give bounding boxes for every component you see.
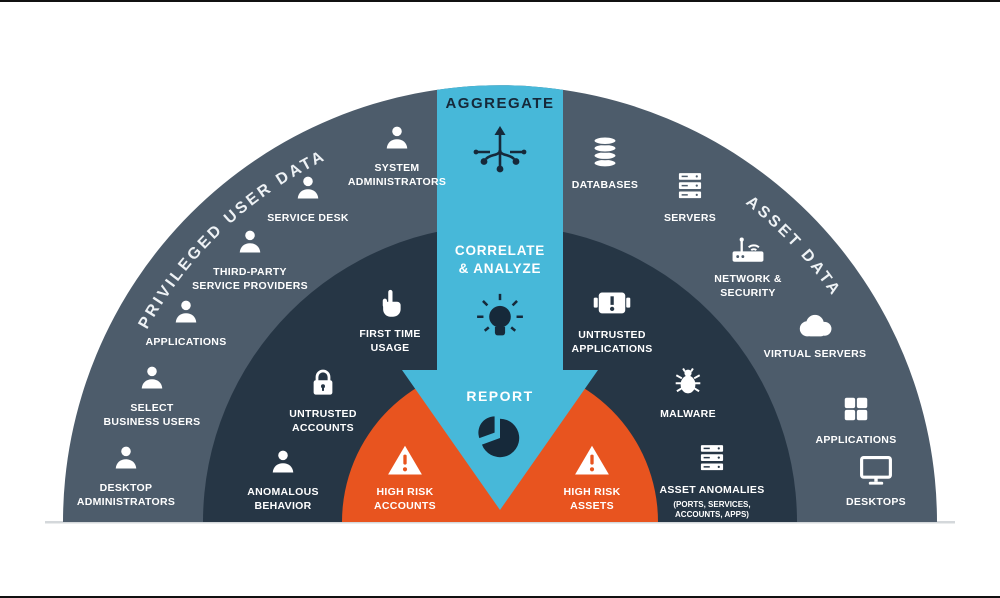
outer-right-item: DESKTOPS bbox=[791, 454, 961, 510]
middle-left-item: ANOMALOUS BEHAVIOR bbox=[198, 448, 368, 513]
flow-step-correlate: CORRELATE & ANALYZE bbox=[454, 243, 546, 277]
flow-step-aggregate: AGGREGATE bbox=[445, 95, 555, 112]
outer-right-item: NETWORK & SECURITY bbox=[663, 236, 833, 300]
middle-right-item: ASSET ANOMALIES (PORTS, SERVICES, ACCOUN… bbox=[627, 442, 797, 520]
item-label: NETWORK & SECURITY bbox=[714, 273, 782, 299]
item-label: ANOMALOUS BEHAVIOR bbox=[247, 486, 319, 512]
outer-left-item: SYSTEM ADMINISTRATORS bbox=[312, 124, 482, 189]
middle-right-item: MALWARE bbox=[603, 366, 773, 422]
outer-right-item: VIRTUAL SERVERS bbox=[730, 312, 900, 362]
middle-right-item: UNTRUSTED APPLICATIONS bbox=[527, 290, 697, 356]
person-icon bbox=[138, 364, 166, 392]
network-router-icon bbox=[730, 236, 766, 263]
inner-item: HIGH RISK ACCOUNTS bbox=[350, 444, 460, 513]
item-label: FIRST TIME USAGE bbox=[359, 328, 421, 354]
servers-icon bbox=[675, 170, 705, 202]
item-label: HIGH RISK ASSETS bbox=[563, 486, 621, 512]
middle-left-item: FIRST TIME USAGE bbox=[305, 288, 475, 355]
outer-left-item: THIRD-PARTY SERVICE PROVIDERS bbox=[165, 228, 335, 293]
cloud-icon bbox=[796, 312, 834, 338]
flow-step-report: REPORT bbox=[466, 388, 534, 404]
item-label: APPLICATIONS bbox=[145, 336, 227, 348]
person-icon bbox=[294, 174, 322, 202]
alert-app-icon bbox=[593, 290, 631, 319]
item-label: DESKTOPS bbox=[846, 496, 906, 508]
middle-left-item: UNTRUSTED ACCOUNTS bbox=[238, 368, 408, 435]
server-stack-icon bbox=[697, 442, 727, 474]
item-sublabel: (PORTS, SERVICES, ACCOUNTS, APPS) bbox=[673, 499, 751, 519]
outer-right-item: APPLICATIONS bbox=[771, 394, 941, 448]
branch-aggregate-icon bbox=[468, 124, 532, 180]
item-label: ASSET ANOMALIES bbox=[659, 484, 765, 496]
person-icon bbox=[269, 448, 297, 476]
item-label: VIRTUAL SERVERS bbox=[763, 348, 867, 360]
warning-triangle-icon bbox=[574, 444, 610, 476]
app-grid-icon bbox=[841, 394, 871, 424]
outer-left-item: DESKTOP ADMINISTRATORS bbox=[41, 444, 211, 509]
bug-icon bbox=[672, 366, 704, 398]
outer-right-item: DATABASES bbox=[520, 135, 690, 193]
item-label: SYSTEM ADMINISTRATORS bbox=[347, 162, 447, 188]
desktop-monitor-icon bbox=[859, 454, 893, 486]
item-label: MALWARE bbox=[660, 408, 716, 420]
pie-chart-icon bbox=[476, 414, 524, 462]
warning-triangle-icon bbox=[387, 444, 423, 476]
base-shadow bbox=[45, 521, 955, 524]
outer-left-item: APPLICATIONS bbox=[101, 298, 271, 350]
item-label: UNTRUSTED APPLICATIONS bbox=[571, 329, 653, 355]
item-label: UNTRUSTED ACCOUNTS bbox=[289, 408, 357, 434]
item-label: THIRD-PARTY SERVICE PROVIDERS bbox=[192, 266, 308, 292]
person-icon bbox=[383, 124, 411, 152]
item-label: DESKTOP ADMINISTRATORS bbox=[76, 482, 176, 508]
pointing-finger-icon bbox=[377, 288, 403, 318]
outer-left-item: SERVICE DESK bbox=[223, 174, 393, 226]
inner-item: HIGH RISK ASSETS bbox=[537, 444, 647, 513]
item-label: APPLICATIONS bbox=[815, 434, 897, 446]
lightbulb-icon bbox=[472, 290, 528, 346]
outer-right-item: SERVERS bbox=[605, 170, 775, 226]
item-label: SERVICE DESK bbox=[267, 212, 349, 224]
item-label: DATABASES bbox=[571, 179, 639, 191]
person-icon bbox=[112, 444, 140, 472]
lock-icon bbox=[309, 368, 337, 398]
person-icon bbox=[236, 228, 264, 256]
outer-left-item: SELECT BUSINESS USERS bbox=[67, 364, 237, 429]
databases-icon bbox=[589, 135, 621, 169]
item-label: SERVERS bbox=[663, 212, 717, 224]
person-icon bbox=[172, 298, 200, 326]
item-label: HIGH RISK ACCOUNTS bbox=[374, 486, 436, 512]
item-label: SELECT BUSINESS USERS bbox=[103, 402, 201, 428]
